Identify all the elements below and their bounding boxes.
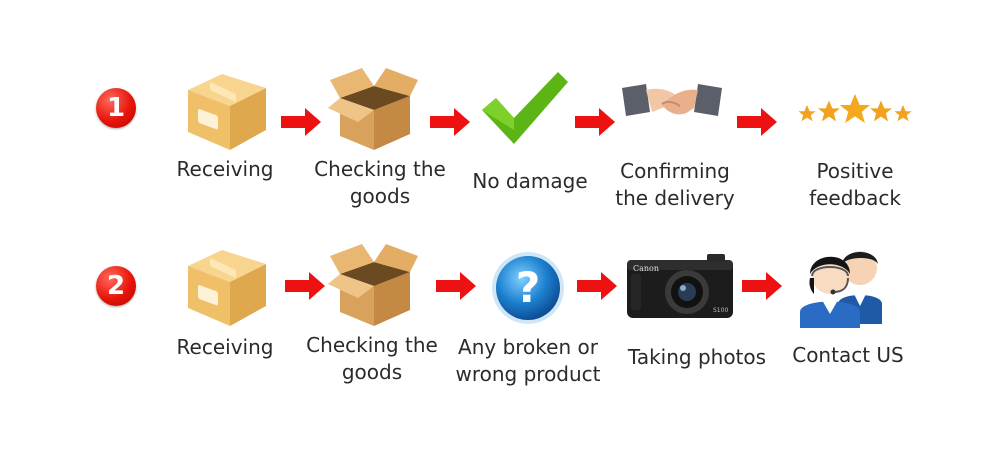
- step-label-taking-photos: Taking photos: [627, 345, 767, 369]
- arrow-icon: [430, 108, 470, 136]
- arrow-icon: [575, 108, 615, 136]
- step-number-badge-2: 2: [96, 266, 136, 306]
- five-stars-icon: [798, 94, 912, 123]
- arrow-icon: [577, 272, 617, 300]
- step-label-receiving: Receiving: [176, 157, 274, 181]
- step-number-badge-1: 1: [96, 88, 136, 128]
- arrow-icon: [436, 272, 476, 300]
- arrow-icon: [742, 272, 782, 300]
- step-label-no-damage: No damage: [472, 169, 588, 193]
- arrow-icon: [737, 108, 777, 136]
- svg-text:?: ?: [516, 263, 540, 312]
- question-mark-icon: ?: [492, 252, 564, 324]
- camera-brand-text: Canon: [633, 264, 659, 273]
- closed-box-icon: [188, 250, 266, 326]
- arrow-icon: [281, 108, 321, 136]
- step-label-broken-product: Any broken or wrong product: [455, 335, 601, 386]
- step-label-receiving-2: Receiving: [176, 335, 274, 359]
- step-label-checking-goods: Checking the goods: [314, 157, 446, 208]
- step-label-positive-feedback: Positive feedback: [809, 159, 901, 210]
- open-box-icon: [328, 68, 418, 150]
- green-checkmark-icon: [482, 72, 568, 144]
- open-box-icon: [328, 244, 418, 326]
- step-label-confirming-delivery: Confirming the delivery: [615, 159, 735, 210]
- customer-service-icon: [800, 251, 882, 328]
- arrow-icon: [285, 272, 325, 300]
- camera-icon: Canon S100: [627, 254, 733, 318]
- step-label-contact-us: Contact US: [792, 343, 904, 367]
- step-label-checking-goods-2: Checking the goods: [306, 333, 438, 384]
- handshake-icon: [622, 84, 722, 116]
- closed-box-icon: [188, 74, 266, 150]
- camera-model-text: S100: [713, 307, 728, 314]
